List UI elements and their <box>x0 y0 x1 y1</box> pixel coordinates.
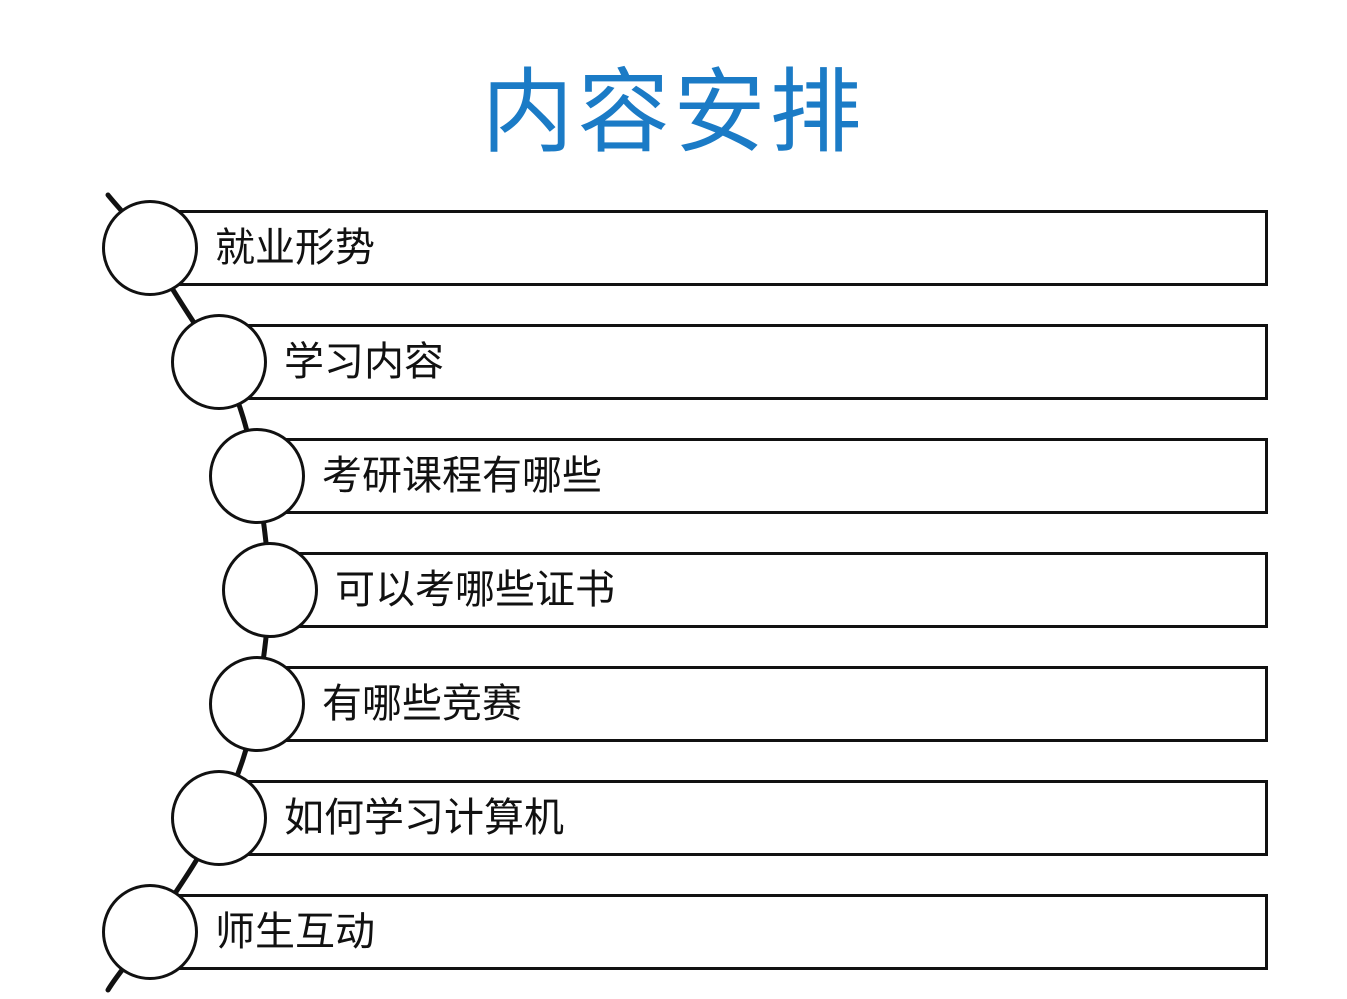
agenda-item-4: 可以考哪些证书 <box>270 552 1268 628</box>
agenda-item-7: 师生互动 <box>150 894 1268 970</box>
agenda-bullet-2 <box>171 314 267 410</box>
agenda-item-label: 可以考哪些证书 <box>335 567 615 613</box>
agenda-item-2: 学习内容 <box>219 324 1268 400</box>
agenda-bullet-7 <box>102 884 198 980</box>
slide-title: 内容安排 <box>481 59 866 166</box>
agenda-bullet-6 <box>171 770 267 866</box>
agenda-item-1: 就业形势 <box>150 210 1268 286</box>
agenda-bullet-3 <box>209 428 305 524</box>
agenda-item-6: 如何学习计算机 <box>219 780 1268 856</box>
agenda-bullet-4 <box>222 542 318 638</box>
agenda-bullet-5 <box>209 656 305 752</box>
agenda-item-label: 考研课程有哪些 <box>322 453 602 499</box>
agenda-bullet-1 <box>102 200 198 296</box>
agenda-item-label: 学习内容 <box>284 339 444 385</box>
agenda-item-label: 师生互动 <box>215 909 375 955</box>
agenda-item-3: 考研课程有哪些 <box>257 438 1268 514</box>
agenda-item-label: 有哪些竞赛 <box>322 681 522 727</box>
agenda-item-label: 就业形势 <box>215 225 375 271</box>
agenda-item-label: 如何学习计算机 <box>284 795 564 841</box>
agenda-item-5: 有哪些竞赛 <box>257 666 1268 742</box>
